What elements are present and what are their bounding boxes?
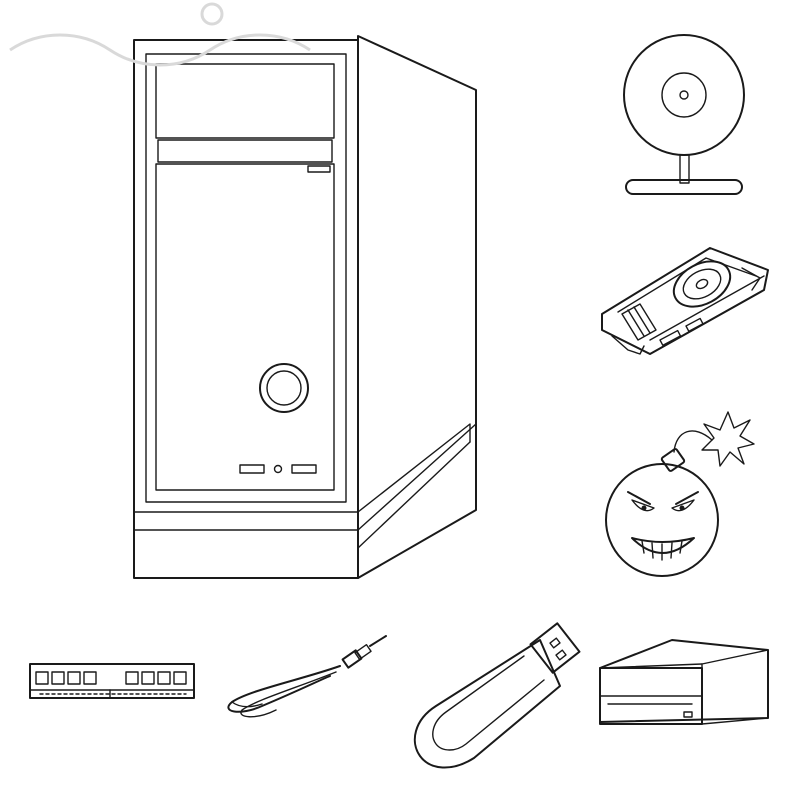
watermark-logo [9, 2, 311, 67]
